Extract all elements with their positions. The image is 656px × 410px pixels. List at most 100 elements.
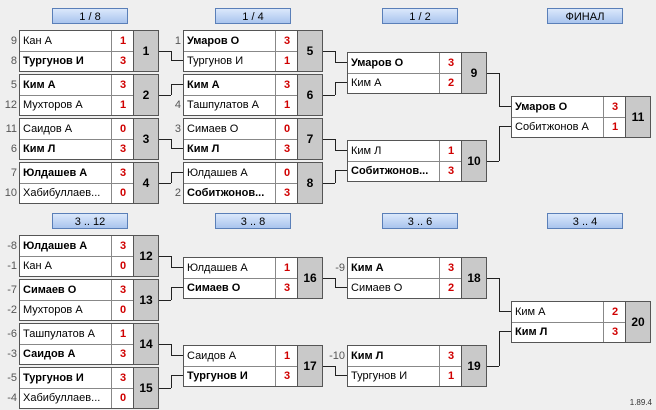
player-score: 1 (119, 328, 127, 340)
match-number: 11 (625, 97, 650, 137)
match-number: 3 (133, 119, 158, 159)
connector-line (335, 170, 347, 171)
connector-line (335, 62, 347, 63)
player-name: Умаров О (512, 97, 604, 117)
player-score: 3 (119, 372, 127, 384)
match-number: 6 (297, 75, 322, 115)
connector-line (171, 84, 172, 95)
match-number: 16 (297, 258, 322, 298)
player-name: Ким Л (348, 141, 440, 161)
seed-label: -6 (7, 328, 17, 340)
match-number: 12 (133, 236, 158, 276)
player-score: 2 (447, 282, 455, 294)
player-score: 1 (283, 262, 291, 274)
connector-line (323, 278, 335, 279)
seed-label: 4 (174, 99, 181, 111)
connector-line (499, 126, 511, 127)
match-number: 8 (297, 163, 322, 203)
connector-line (335, 375, 347, 376)
connector-line (159, 344, 171, 345)
seed-label: -4 (7, 392, 17, 404)
connector-line (159, 95, 171, 96)
player-score: 3 (447, 165, 455, 177)
player-score: 3 (119, 55, 127, 67)
connector-line (171, 148, 183, 149)
connector-line (171, 375, 183, 376)
player-name: Саидов А (184, 346, 276, 366)
player-name: Кан А (20, 256, 112, 276)
player-score: 3 (283, 187, 291, 199)
seed-label: 6 (10, 143, 17, 155)
player-score: 0 (283, 167, 291, 179)
player-name: Юлдашев А (20, 236, 112, 256)
connector-line (499, 278, 500, 311)
player-score: 3 (119, 143, 127, 155)
player-name: Собитжонов... (348, 161, 440, 181)
connector-line (171, 51, 172, 60)
connector-line (499, 311, 511, 312)
connector-line (159, 300, 171, 301)
match-number: 20 (625, 302, 650, 342)
connector-line (499, 126, 500, 161)
connector-line (335, 51, 336, 62)
match-number: 5 (297, 31, 322, 71)
player-name: Ким Л (348, 346, 440, 366)
seed-label: 7 (10, 167, 17, 179)
player-name: Тургунов И (20, 51, 112, 71)
player-score: 3 (283, 79, 291, 91)
connector-line (171, 344, 172, 355)
seed-label: 10 (4, 187, 17, 199)
connector-line (159, 183, 171, 184)
match-number: 1 (133, 31, 158, 71)
connector-line (335, 278, 336, 287)
match-number: 4 (133, 163, 158, 203)
player-score: 1 (283, 99, 291, 111)
seed-label: -9 (335, 262, 345, 274)
player-score: 3 (611, 326, 619, 338)
player-score: 0 (119, 304, 127, 316)
seed-label: 1 (174, 35, 181, 47)
connector-line (171, 287, 172, 300)
connector-line (335, 287, 347, 288)
connector-line (171, 287, 183, 288)
connector-line (499, 73, 500, 106)
version-label: 1.89.4 (629, 398, 652, 407)
player-score: 3 (283, 143, 291, 155)
player-score: 0 (119, 260, 127, 272)
player-name: Ким Л (184, 139, 276, 159)
connector-line (499, 331, 511, 332)
player-name: Ким А (184, 75, 276, 95)
connector-line (335, 366, 336, 375)
connector-line (323, 183, 335, 184)
player-row: Ким Л 1 (348, 141, 462, 162)
match-number: 15 (133, 368, 158, 408)
player-score: 3 (447, 57, 455, 69)
match-number: 10 (461, 141, 486, 181)
player-score: 1 (447, 145, 455, 157)
connector-line (171, 172, 183, 173)
player-score: 3 (119, 167, 127, 179)
player-name: Симаев О (184, 119, 276, 139)
player-name: Ким Л (512, 322, 604, 342)
player-name: Умаров О (184, 31, 276, 51)
connector-line (171, 84, 183, 85)
player-name: Хабибуллаев... (20, 183, 112, 203)
